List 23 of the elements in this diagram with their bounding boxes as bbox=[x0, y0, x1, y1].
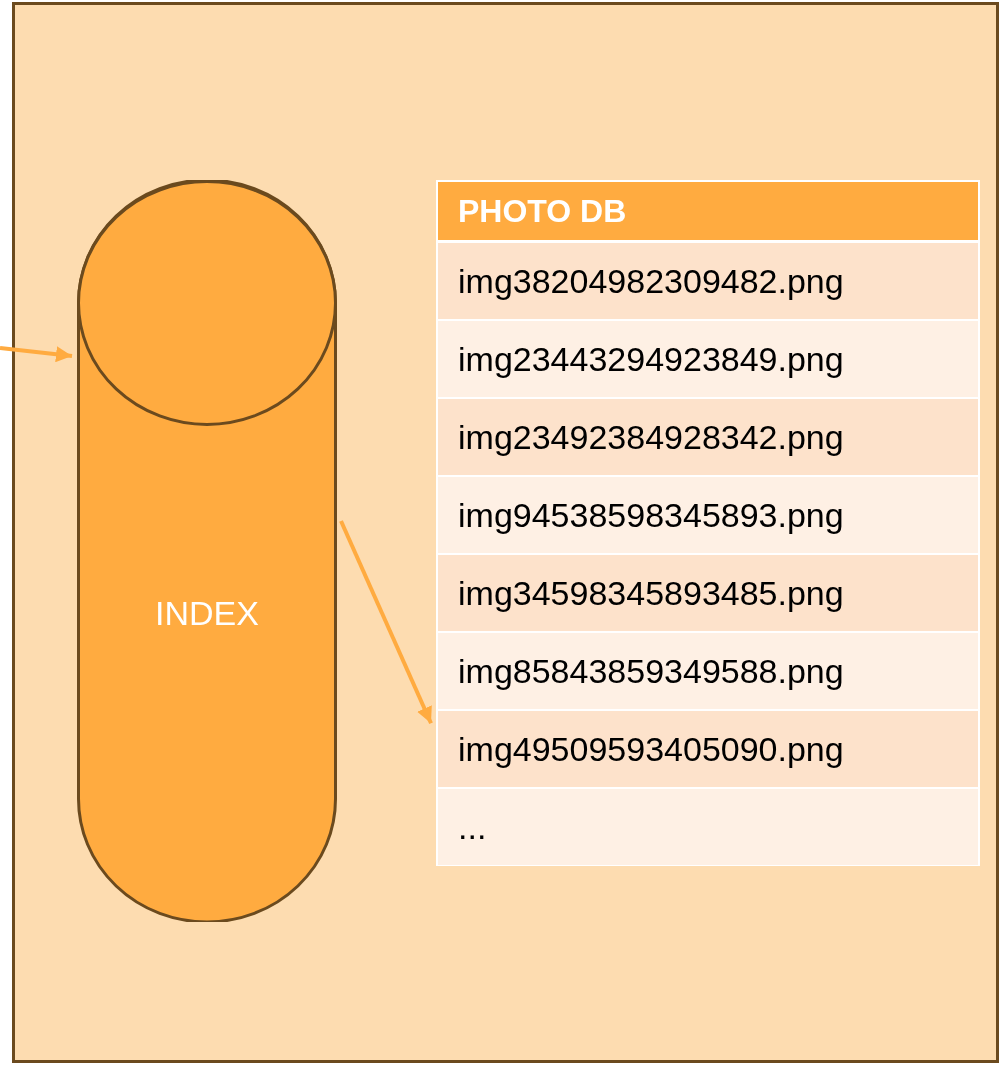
file-name: img85843859349588.png bbox=[458, 651, 844, 691]
arrow bbox=[339, 520, 433, 724]
file-name: img49509593405090.png bbox=[458, 729, 844, 769]
table-header: PHOTO DB bbox=[438, 182, 978, 240]
table-row bbox=[438, 399, 978, 475]
table-row bbox=[438, 555, 978, 631]
file-name: img94538598345893.png bbox=[458, 495, 844, 535]
file-name: img23492384928342.png bbox=[458, 417, 844, 457]
table bbox=[436, 180, 980, 866]
arrow bbox=[0, 346, 73, 363]
cylinder-node bbox=[77, 180, 337, 922]
file-name: img38204982309482.png bbox=[458, 261, 844, 301]
table-row bbox=[438, 321, 978, 397]
file-name: ... bbox=[458, 807, 487, 847]
file-name: img34598345893485.png bbox=[458, 573, 844, 613]
table-row bbox=[438, 243, 978, 319]
file-name: img23443294923849.png bbox=[458, 339, 844, 379]
table-row bbox=[438, 789, 978, 865]
cylinder-label: INDEX bbox=[154, 593, 260, 633]
table-row bbox=[438, 633, 978, 709]
panel bbox=[12, 2, 999, 1063]
table-row bbox=[438, 711, 978, 787]
table-row bbox=[438, 477, 978, 553]
